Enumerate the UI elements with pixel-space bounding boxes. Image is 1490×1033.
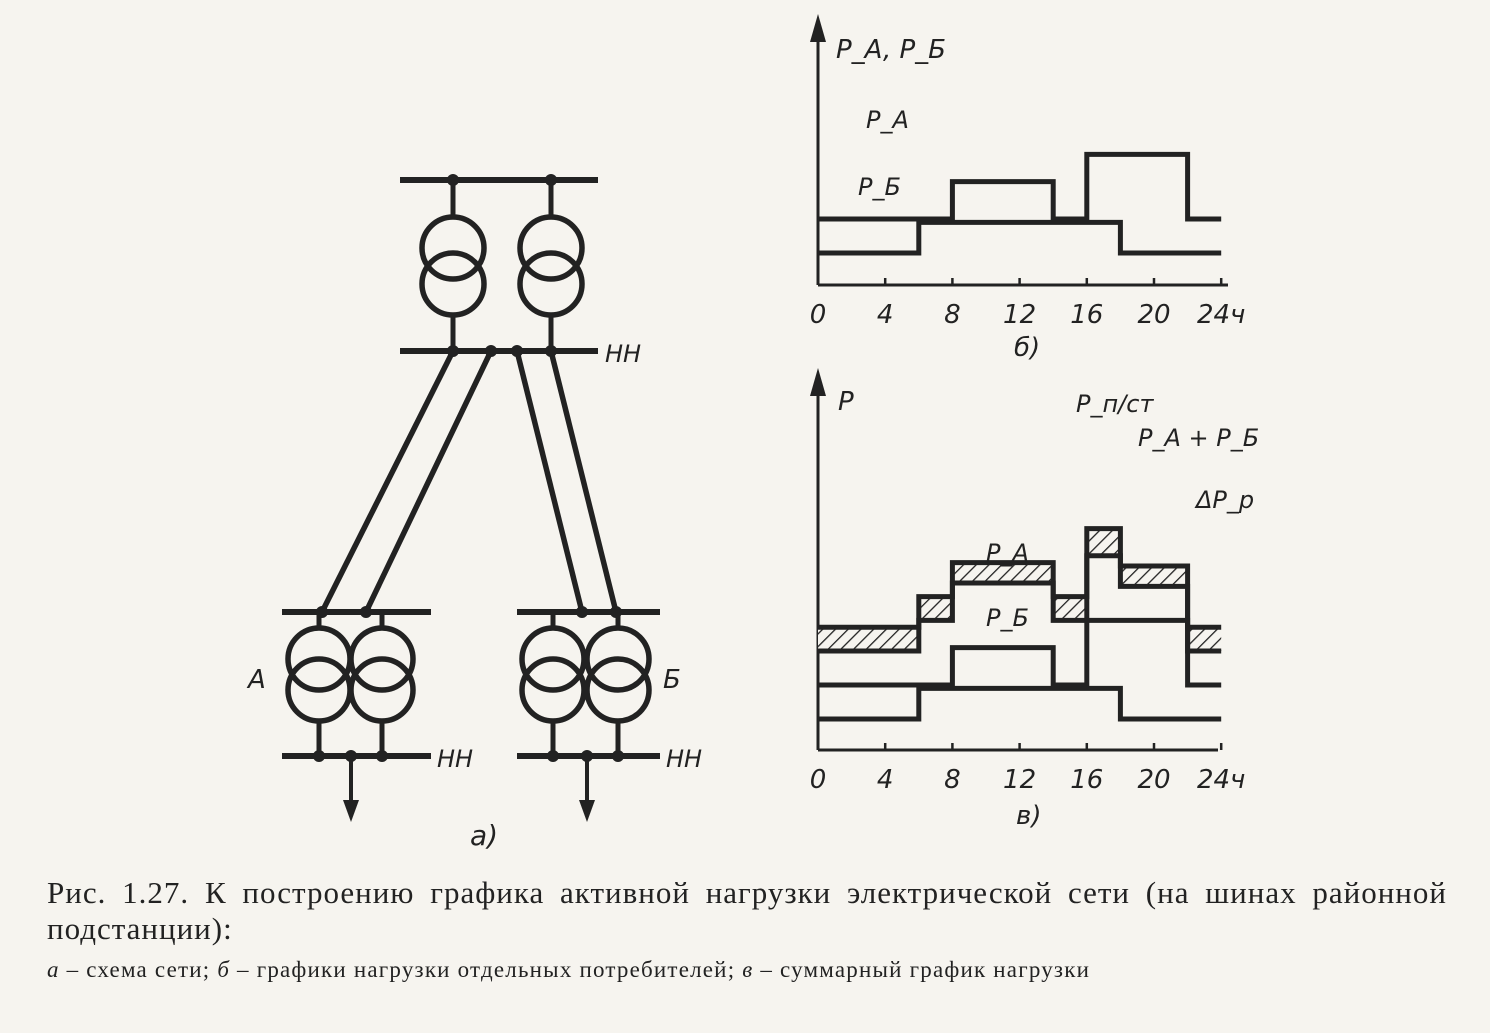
lv-bus-label: НН — [605, 340, 641, 368]
chart-b-tick-label-16: 16 — [1070, 300, 1103, 330]
chart-b-series — [818, 151, 1222, 256]
chart-b-y-label: P_A, P_Б — [836, 35, 946, 65]
chart-v-y-axis-arrow — [810, 368, 826, 396]
chart-b-series-0 — [818, 151, 1222, 222]
chart-b-series-a-label: P_A — [866, 106, 909, 134]
chart-b-tick-labels: 0 4 8 12 16 20 24ч — [810, 300, 1246, 330]
chart-v-loss-hatching — [818, 528, 1222, 651]
chart-v-loss-band-0 — [818, 627, 919, 651]
chart-v-tick-label-8: 8 — [944, 765, 961, 795]
substation-b-lv-label: НН — [666, 745, 702, 773]
substation-a-node-2 — [360, 606, 372, 618]
chart-individual-loads: 0 4 8 12 16 20 24ч P_A, P_Б P_A P_Б б) — [810, 14, 1246, 363]
chart-v-loss-band-1 — [918, 596, 953, 621]
chart-v-loss-band-6 — [1187, 627, 1222, 651]
chart-b-ticks — [883, 278, 1223, 285]
chart-b-tick-label-12: 12 — [1003, 300, 1036, 330]
chart-b-y-axis-arrow — [810, 14, 826, 42]
chart-v-loss-band-4 — [1086, 528, 1121, 556]
chart-v-substation-label: P_п/ст — [1076, 390, 1154, 418]
line-to-b-2 — [548, 350, 619, 613]
load-arrow-a-head — [343, 800, 359, 822]
substation-a-t2-winding-upper — [348, 625, 416, 693]
substation-a-lv-node-3 — [376, 750, 388, 762]
line-to-b-1 — [514, 350, 585, 613]
chart-v-loss-label: ΔP_p — [1194, 486, 1254, 514]
line-to-a-2 — [363, 349, 494, 614]
chart-v-tick-label-24: 24ч — [1197, 765, 1245, 795]
caption-part-b-key: б — [217, 957, 231, 982]
chart-v-series-2 — [818, 553, 1222, 654]
figure-caption: Рис. 1.27. К построению графика активной… — [47, 875, 1447, 984]
substation-b-t1-winding-upper — [519, 625, 587, 693]
chart-b-tick-label-24: 24ч — [1197, 300, 1245, 330]
chart-v-series-a-label: P_A — [986, 539, 1029, 567]
chart-v-text-labels: P P_п/ст P_A + P_Б ΔP_p P_A P_Б в) — [838, 387, 1259, 831]
chart-v-series — [818, 526, 1222, 722]
chart-v-loss-band-5 — [1120, 566, 1188, 587]
chart-v-loss-band-3 — [1053, 596, 1087, 621]
chart-v-series-b-label: P_Б — [986, 604, 1029, 632]
caption-part-v-text: – суммарный график нагрузки — [753, 957, 1091, 982]
transformer-2-winding-lower — [517, 250, 585, 318]
chart-b-tick-label-0: 0 — [810, 300, 827, 330]
caption-legend: а – схема сети; б – графики нагрузки отд… — [47, 955, 1447, 984]
schematic-panel-label: а) — [470, 819, 498, 852]
chart-v-series-3 — [818, 526, 1222, 630]
substation-b-lv-node-3 — [612, 750, 624, 762]
chart-v-panel-label: в) — [1016, 801, 1041, 831]
chart-v-tick-label-20: 20 — [1137, 765, 1170, 795]
schematic-labels: НН А Б НН НН а) — [246, 340, 702, 852]
chart-b-tick-label-20: 20 — [1137, 300, 1170, 330]
chart-b-text-labels: P_A, P_Б P_A P_Б б) — [836, 35, 1040, 363]
chart-b-series-b-label: P_Б — [858, 173, 901, 201]
caption-title: Рис. 1.27. К построению графика активной… — [47, 875, 1447, 946]
substation-b-lv-node-1 — [547, 750, 559, 762]
chart-v-y-label: P — [838, 387, 854, 417]
chart-b-panel-label: б) — [1014, 333, 1040, 363]
chart-v-loss-band-2 — [952, 562, 1054, 583]
network-schematic — [282, 174, 660, 822]
line-to-a-1 — [319, 349, 456, 614]
transformer-1-winding-lower — [419, 250, 487, 318]
chart-v-tick-labels: 0 4 8 12 16 20 24ч — [810, 765, 1246, 795]
chart-v-tick-label-4: 4 — [877, 765, 894, 795]
chart-v-sum-label: P_A + P_Б — [1138, 424, 1259, 452]
chart-v-tick-label-0: 0 — [810, 765, 827, 795]
substation-a-lv-node-1 — [313, 750, 325, 762]
caption-part-a-key: а — [47, 957, 60, 982]
load-arrow-b-head — [579, 800, 595, 822]
substation-b-label: Б — [663, 665, 681, 695]
chart-v-ticks — [883, 743, 1223, 750]
figure-canvas: НН А Б НН НН а) 0 4 8 12 16 20 24ч P_A, P_Б P_… — [246, 14, 1259, 852]
chart-v-tick-label-16: 16 — [1070, 765, 1103, 795]
chart-b-tick-label-4: 4 — [877, 300, 894, 330]
substation-a-lv-label: НН — [437, 745, 473, 773]
caption-part-v-key: в — [742, 957, 754, 982]
chart-b-tick-label-8: 8 — [944, 300, 961, 330]
substation-b-node-1 — [576, 606, 588, 618]
chart-v-tick-label-12: 12 — [1003, 765, 1036, 795]
chart-v-series-1 — [818, 685, 1222, 722]
caption-part-b-text: – графики нагрузки отдельных потребителе… — [230, 957, 743, 982]
chart-total-load: 0 4 8 12 16 20 24ч P P_п/ст P_A + P_Б ΔP_p P_A… — [810, 368, 1259, 831]
transformer-1-winding-upper — [419, 214, 487, 282]
substation-b-t2-winding-upper — [584, 625, 652, 693]
chart-b-series-1 — [818, 219, 1222, 256]
substation-a-label: А — [246, 665, 266, 695]
transformer-2-winding-upper — [517, 214, 585, 282]
caption-part-a-text: – схема сети; — [59, 957, 218, 982]
